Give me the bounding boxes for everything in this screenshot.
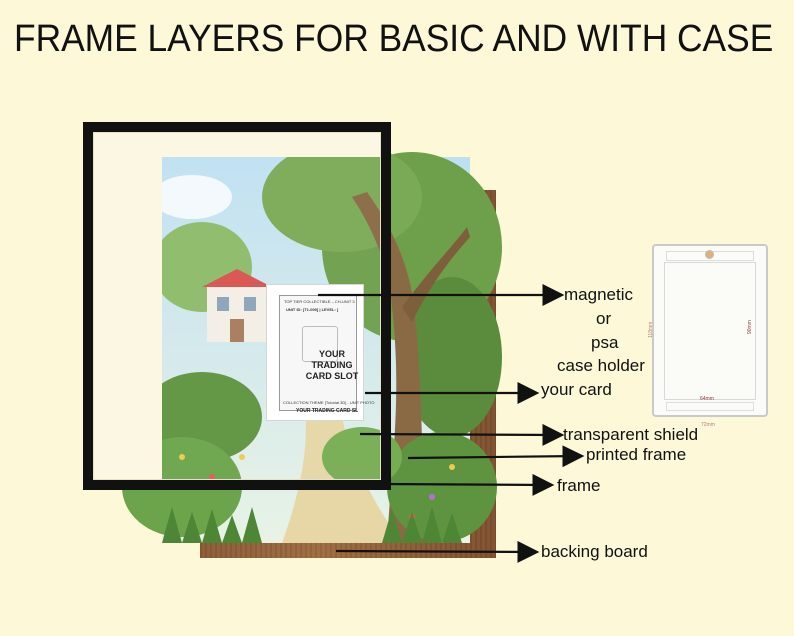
label-psa: psa [591, 333, 619, 352]
trading-card-slot: TOP TIER COLLECTIBLE – CH-UNIT 3 UNIT ID… [266, 284, 375, 421]
card-slot-inner: TOP TIER COLLECTIBLE – CH-UNIT 3 UNIT ID… [279, 295, 375, 411]
label-transparent-shield: transparent shield [563, 425, 699, 444]
frame-mat-top [93, 132, 381, 157]
card-slot-footer-small: COLLECTION THEME [Tutorial 3D] - UNIT PH… [283, 400, 375, 405]
arrow-transparent-shield [359, 423, 565, 446]
arrow-printed-frame [407, 445, 585, 468]
case-dim-height: 90mm [747, 320, 753, 334]
label-backing-board: backing board [541, 542, 648, 561]
card-slot-unit-line: UNIT ID: [T1-000] | LEVEL: [ [286, 307, 339, 312]
case-dim-width: 64mm [700, 396, 714, 402]
label-frame: frame [557, 476, 601, 495]
label-case-holder: case holder [557, 356, 645, 375]
arrow-backing-board [335, 540, 540, 563]
label-or: or [596, 309, 612, 328]
case-card-window [664, 262, 756, 400]
card-slot-placeholder-icon [302, 326, 338, 362]
label-printed-frame: printed frame [586, 445, 687, 464]
magnetic-case-diagram: 90mm 118mm 64mm 72mm [648, 244, 768, 428]
label-magnetic: magnetic [564, 285, 633, 304]
frame-mat-left [93, 157, 162, 480]
label-your-card: your card [541, 380, 612, 399]
case-dim-outer-height: 118mm [648, 321, 654, 338]
case-foot-bar [666, 402, 754, 411]
case-magnet-icon [705, 250, 714, 259]
page-title: FRAME LAYERS FOR BASIC AND WITH CASE [14, 18, 774, 60]
arrow-frame [379, 473, 555, 496]
card-slot-label: YOUR TRADING CARD SLOT [305, 349, 359, 381]
case-dim-outer-width: 72mm [701, 422, 715, 428]
card-slot-bottom-label: YOUR TRADING CARD SL [296, 408, 359, 414]
black-frame [83, 122, 391, 490]
card-slot-header: TOP TIER COLLECTIBLE – CH-UNIT 3 [284, 299, 355, 304]
